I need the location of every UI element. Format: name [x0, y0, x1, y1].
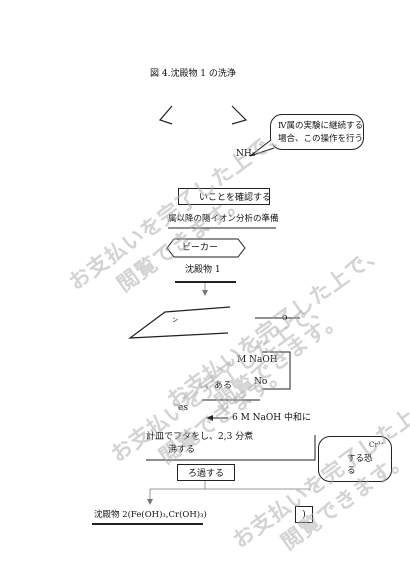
naoh-top-label: M NaOH [237, 355, 278, 365]
top-bracket-right [231, 105, 248, 125]
filter-box: ろ過する [177, 464, 235, 481]
filter-label: ろ過する [187, 469, 224, 479]
confirm-label: いことを確認する [199, 193, 272, 203]
prep-label: 属以降の陽イオン分析の準備 [168, 214, 279, 224]
callout-cr: Cr³⁺ する恐 る [318, 436, 392, 482]
beaker-hexagon [166, 238, 246, 258]
filter-arrowhead [147, 499, 153, 505]
precip1-label: 沈殿物 1 [185, 265, 221, 275]
callout-group4: Ⅳ属の実験に継続する 場合、この操作を行う [270, 114, 364, 150]
naoh-arrowhead [206, 415, 213, 421]
precip1-arrowhead [202, 290, 208, 296]
callout-cr-line3: る [347, 466, 356, 476]
paren-box: ) [295, 506, 313, 523]
frag-small: ン [172, 317, 179, 324]
no-branch-bracket [262, 351, 291, 390]
callout-cr-line2: する恐 [347, 454, 373, 464]
precip2-label: 沈殿物 2(Fe(OH)₃,Cr(OH)₃) [94, 510, 207, 520]
prep-underline [168, 227, 276, 229]
top-bracket-left [158, 105, 173, 125]
beaker-label: ビーカー [182, 243, 219, 253]
no-label: No [254, 377, 268, 387]
callout-cr-line1: Cr³⁺ [369, 441, 385, 449]
boil-box-bottom [146, 435, 316, 461]
callout-group4-tail [249, 139, 275, 157]
boil-line2: 沸する [168, 445, 196, 455]
trapezoid-left [128, 306, 231, 339]
paren-label: ) [302, 509, 306, 520]
label-nh3: NH₃ [236, 149, 256, 159]
frag-o: o [282, 313, 288, 323]
callout-group4-line2: 場合、この操作を行う [278, 134, 364, 144]
figure-title: 図 4.沈殿物 1 の洗浄 [150, 69, 236, 79]
callout-group4-line1: Ⅳ属の実験に継続する [278, 121, 363, 131]
yes-label: es [178, 403, 188, 413]
boil-line1: 計皿でフタをし、2,3 分煮 [146, 432, 254, 442]
naoh-neutral-label: 6 M NaOH 中和に [232, 413, 311, 423]
confirm-box: いことを確認する [178, 188, 272, 205]
aru-label: 、ある [205, 381, 233, 391]
